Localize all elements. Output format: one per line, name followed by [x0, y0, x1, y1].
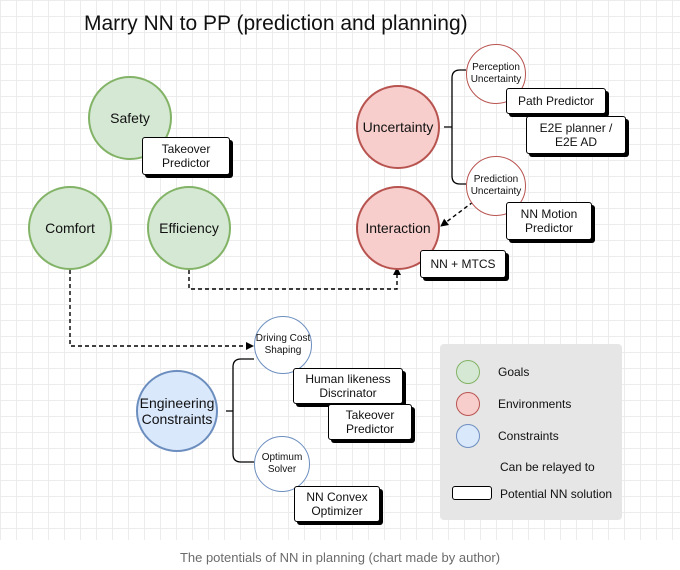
- legend-potential-label: Potential NN solution: [500, 487, 613, 501]
- constraints-bracket: [226, 358, 254, 463]
- solution-path-predictor: Path Predictor: [506, 88, 606, 114]
- solution-takeover-predictor-safety: Takeover Predictor: [142, 137, 230, 175]
- legend-solution-swatch: [452, 486, 492, 500]
- env-prediction-uncertainty: Prediction Uncertainty: [466, 156, 526, 216]
- constraint-engineering: Engineering Constraints: [136, 370, 218, 452]
- uncertainty-bracket: [444, 69, 466, 185]
- solution-human-likeness-discriminator: Human likeness Discrinator: [293, 368, 403, 404]
- legend-goals-label: Goals: [498, 365, 530, 379]
- solution-nn-convex-optimizer: NN Convex Optimizer: [294, 486, 380, 522]
- legend-constraint-swatch: [456, 424, 480, 448]
- diagram-edges: [69, 69, 493, 470]
- legend-environment-swatch: [456, 392, 480, 416]
- solution-e2e-planner: E2E planner / E2E AD: [526, 116, 626, 154]
- relay-arrow-prediction-to-interaction: [440, 201, 474, 227]
- diagram-canvas: Marry NN to PP (prediction and planning)…: [0, 0, 680, 540]
- relay-arrow-efficiency-to-interaction: [188, 267, 401, 290]
- solution-nn-mtcs: NN + MTCS: [420, 250, 506, 278]
- constraint-driving-cost-shaping: Driving Cost Shaping: [254, 316, 312, 374]
- solution-nn-motion-predictor: NN Motion Predictor: [506, 202, 592, 240]
- solution-takeover-predictor-constraints: Takeover Predictor: [328, 404, 412, 440]
- diagram-title: Marry NN to PP (prediction and planning): [84, 12, 468, 35]
- legend-panel: Goals Environments Constraints Can be re…: [440, 344, 622, 520]
- env-uncertainty: Uncertainty: [356, 85, 440, 169]
- relay-arrow-comfort-to-cost-shaping: [69, 270, 254, 350]
- goal-efficiency: Efficiency: [147, 186, 231, 270]
- legend-goal-swatch: [456, 360, 480, 384]
- figure-caption: The potentials of NN in planning (chart …: [179, 550, 501, 565]
- goal-comfort: Comfort: [28, 186, 112, 270]
- legend-environments-label: Environments: [498, 397, 572, 411]
- goal-safety: Safety: [88, 76, 172, 160]
- constraint-optimum-solver: Optimum Solver: [254, 436, 310, 492]
- legend-constraints-label: Constraints: [498, 429, 559, 443]
- legend-relay-label: Can be relayed to: [500, 460, 595, 474]
